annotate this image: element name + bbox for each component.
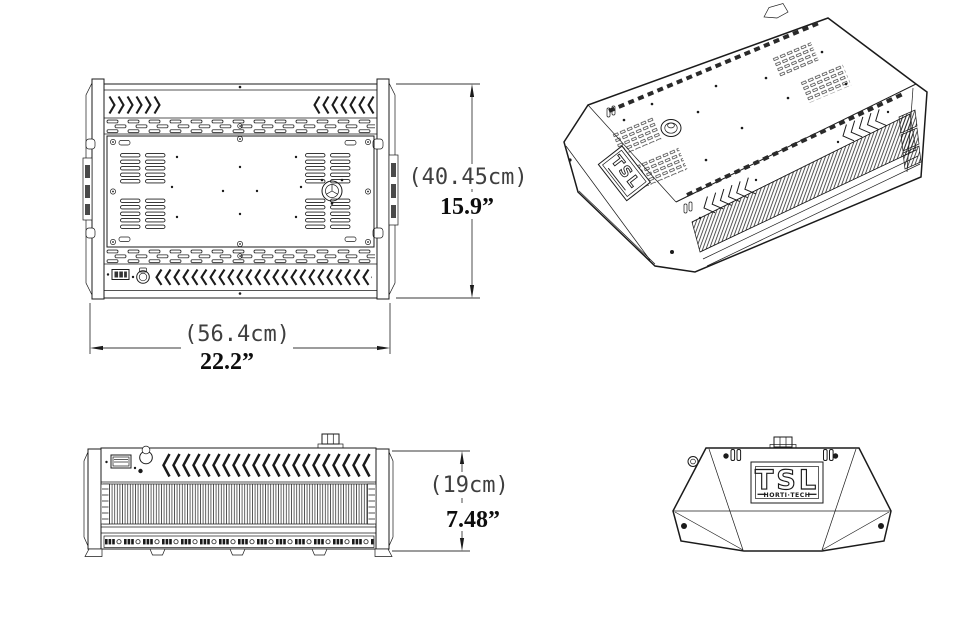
dim-top-height: (40.45cm) 15.9”: [396, 83, 534, 299]
left-end-cap: [91, 78, 105, 300]
right-end-cap: [375, 448, 390, 550]
end-view: TSL HORTI·TECH: [672, 436, 892, 552]
inner-panel: [106, 135, 375, 248]
vent-cluster: [118, 152, 168, 185]
knob: [660, 119, 682, 137]
vent-cluster: [118, 197, 168, 230]
front-rail-strip: [686, 91, 906, 197]
top-screws: [622, 50, 848, 162]
dim-width-in: 22.2”: [200, 349, 254, 375]
dim-height-in: 15.9”: [440, 194, 494, 220]
led-bar: [103, 535, 375, 548]
end-cap-outline: [672, 447, 892, 552]
mounting-tab: [763, 3, 789, 19]
dim-height-cm: (40.45cm): [408, 165, 527, 190]
spec-label: [110, 454, 132, 469]
dim-side-height-in: 7.48”: [446, 507, 500, 533]
bottom-chevron-vents: [154, 266, 372, 288]
tsl-logo: TSL HORTI·TECH: [750, 461, 824, 504]
dim-width-cm: (56.4cm): [184, 322, 290, 347]
power-connector: [111, 269, 130, 280]
perforated-grid: [612, 116, 662, 157]
dimension-annotations: (40.45cm) 15.9” (56.4cm) 22.2” (19cm) 7.…: [89, 83, 534, 552]
hook-knob: [139, 445, 153, 465]
perforated-grid: [800, 64, 852, 104]
cable-gland: [136, 267, 150, 284]
side-view: [83, 433, 394, 557]
rivets: [170, 155, 303, 219]
dim-side-height-cm: (19cm): [429, 473, 508, 498]
side-chevron-vents: [161, 450, 372, 481]
top-rail-strip: [608, 21, 820, 113]
heatsink-fins: [103, 484, 374, 524]
front-chevron-vents: [703, 109, 887, 214]
logo-brand-text: TSL: [755, 465, 819, 496]
side-knob: [687, 456, 699, 467]
right-end-cap: [376, 78, 390, 300]
top-bracket: [769, 436, 797, 449]
knob: [320, 178, 344, 205]
top-right-chevron-vents: [312, 93, 375, 117]
logo-tagline-text: HORTI·TECH: [764, 492, 811, 499]
top-view: [82, 78, 399, 300]
perforated-grid: [772, 41, 819, 78]
panel-screws: [110, 85, 371, 295]
vent-cluster: [303, 152, 353, 185]
isometric-view: TSL: [563, 3, 928, 273]
top-left-chevron-vents: [107, 93, 161, 117]
dim-top-width: (56.4cm) 22.2”: [89, 303, 391, 375]
dim-side-height: (19cm) 7.48”: [392, 450, 518, 552]
left-end-cap: [87, 448, 102, 550]
vent-cluster: [303, 197, 353, 230]
top-bracket: [317, 433, 344, 449]
